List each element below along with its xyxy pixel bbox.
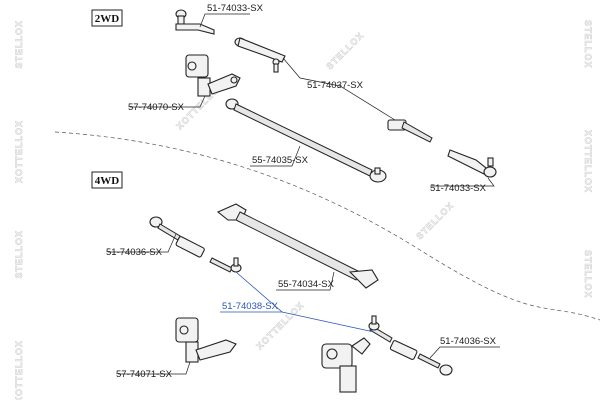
- center-link-2wd: [225, 98, 387, 183]
- watermark-center-3: STELLOX: [414, 200, 455, 241]
- section-divider: [54, 131, 600, 321]
- section-2wd-box: [91, 9, 123, 27]
- tie-rod-end-4wd-right: [389, 340, 453, 376]
- section-4wd-box: [91, 171, 123, 189]
- section-4wd: 4WD: [91, 171, 123, 189]
- label-57-74070: 57-74070-SX: [128, 102, 185, 113]
- tie-rod-end-long: [234, 37, 286, 73]
- label-51-74033-top: 51-74033-SX: [207, 3, 264, 14]
- label-51-74038: 51-74038-SX: [222, 301, 279, 312]
- inner-tie-rod-4wd: [209, 257, 393, 343]
- label-51-74036-right: 51-74036-SX: [440, 336, 497, 347]
- label-55-74035: 55-74035-SX: [252, 155, 309, 166]
- tie-rod-end-right: [447, 149, 497, 178]
- tie-rod-end-4wd-left: [149, 216, 205, 258]
- tie-rod-end-top: [175, 9, 215, 35]
- section-2wd-label: 2WD: [95, 13, 120, 25]
- label-57-74071: 57-74071-SX: [116, 369, 173, 380]
- watermark-right-3: STELLOX: [583, 250, 593, 299]
- section-4wd-label: 4WD: [95, 175, 120, 187]
- inner-joint-2wd: [387, 119, 433, 143]
- leader-p1: [199, 13, 250, 28]
- leader-p6: [108, 233, 177, 253]
- leader-p4: [250, 145, 301, 167]
- watermark-center-1: STELLOX: [324, 30, 365, 71]
- watermark-left-4: XOTTELLOX: [14, 340, 24, 400]
- leader-p2: [282, 57, 396, 121]
- watermark-right-2: XOTTELLOX: [583, 130, 593, 193]
- leader-p7: [276, 271, 335, 291]
- watermark-left-1: STELLOX: [14, 20, 24, 69]
- leader-p10: [118, 361, 191, 375]
- center-link-4wd: [216, 203, 379, 289]
- watermark-right-1: STELLOX: [583, 20, 593, 69]
- leader-p8-right: [281, 311, 375, 333]
- label-51-74037: 51-74037-SX: [307, 80, 364, 91]
- idler-arm-2wd: [185, 54, 241, 97]
- watermark-left-2: XOTTELLOX: [14, 120, 24, 183]
- watermark-left-3: STELLOX: [14, 230, 24, 279]
- watermark: STELLOX XOTTELLOX STELLOX XOTTELLOX STEL…: [14, 20, 594, 400]
- steering-knuckle-4wd: [321, 337, 371, 393]
- leader-p9: [429, 346, 500, 359]
- leader-p5: [432, 177, 495, 187]
- idler-arm-4wd: [175, 317, 237, 363]
- section-2wd: 2WD: [91, 9, 123, 27]
- leader-p3: [130, 95, 206, 108]
- label-51-74036-left: 51-74036-SX: [106, 247, 163, 258]
- label-55-74034: 55-74034-SX: [278, 279, 335, 290]
- label-51-74033-right: 51-74033-SX: [430, 183, 487, 194]
